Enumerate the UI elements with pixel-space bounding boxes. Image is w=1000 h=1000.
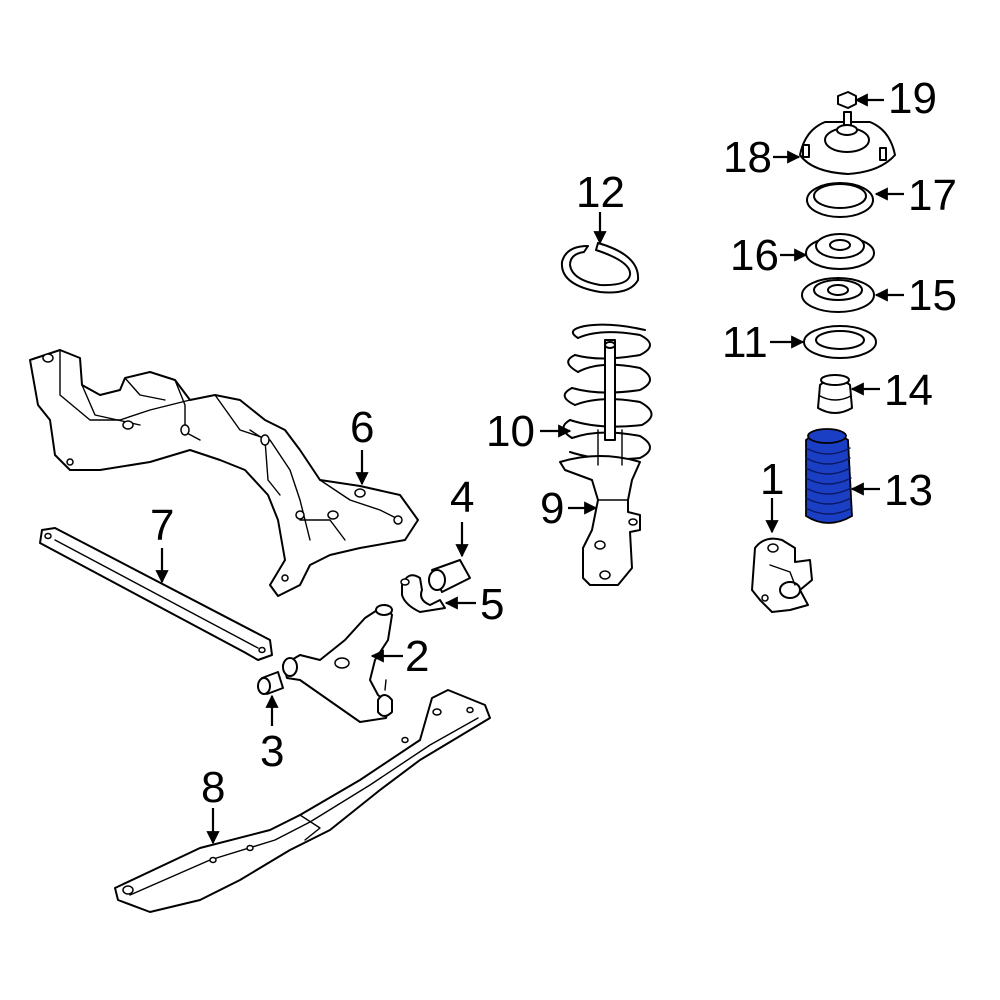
part-7-bar[interactable] <box>39 527 273 661</box>
part-16-upper-seat[interactable] <box>805 233 875 270</box>
callout-18[interactable]: 18 <box>723 133 772 182</box>
callout-2[interactable]: 2 <box>405 632 429 681</box>
callout-9[interactable]: 9 <box>540 484 564 533</box>
callout-5[interactable]: 5 <box>480 580 504 629</box>
part-17-bearing[interactable] <box>806 182 874 218</box>
part-9-strut[interactable] <box>559 339 641 586</box>
part-1-knuckle[interactable] <box>751 537 813 613</box>
callout-14[interactable]: 14 <box>884 366 933 415</box>
part-6-subframe[interactable] <box>29 349 419 597</box>
callout-11[interactable]: 11 <box>722 318 768 367</box>
callout-1[interactable]: 1 <box>760 455 784 504</box>
leader-lines <box>155 93 904 845</box>
part-19-nut[interactable] <box>837 91 857 109</box>
part-14-bump-stop[interactable] <box>817 374 853 414</box>
callout-labels: 1 2 3 4 5 6 7 8 9 10 11 12 13 14 15 16 1… <box>150 74 957 812</box>
part-12-ring[interactable] <box>560 242 640 294</box>
part-4-bushing[interactable] <box>428 559 471 593</box>
callout-19[interactable]: 19 <box>888 74 937 123</box>
part-8-support-member[interactable] <box>114 689 491 913</box>
callout-16[interactable]: 16 <box>730 231 779 280</box>
part-11-insulator[interactable] <box>803 325 877 359</box>
part-5-bracket[interactable] <box>400 574 446 613</box>
callout-3[interactable]: 3 <box>260 727 284 776</box>
part-2-control-arm[interactable] <box>282 604 393 723</box>
part-13-dust-boot[interactable] <box>805 428 853 524</box>
part-3-bushing[interactable] <box>257 671 284 695</box>
callout-4[interactable]: 4 <box>450 473 474 522</box>
callout-6[interactable]: 6 <box>350 403 374 452</box>
callout-17[interactable]: 17 <box>908 171 957 220</box>
callout-12[interactable]: 12 <box>576 168 625 217</box>
part-18-strut-mount[interactable] <box>799 111 896 175</box>
part-15-insulator[interactable] <box>801 277 875 313</box>
callout-13[interactable]: 13 <box>884 466 933 515</box>
callout-15[interactable]: 15 <box>908 271 957 320</box>
callout-8[interactable]: 8 <box>201 763 225 812</box>
callout-10[interactable]: 10 <box>486 407 535 456</box>
callout-7[interactable]: 7 <box>150 501 174 550</box>
